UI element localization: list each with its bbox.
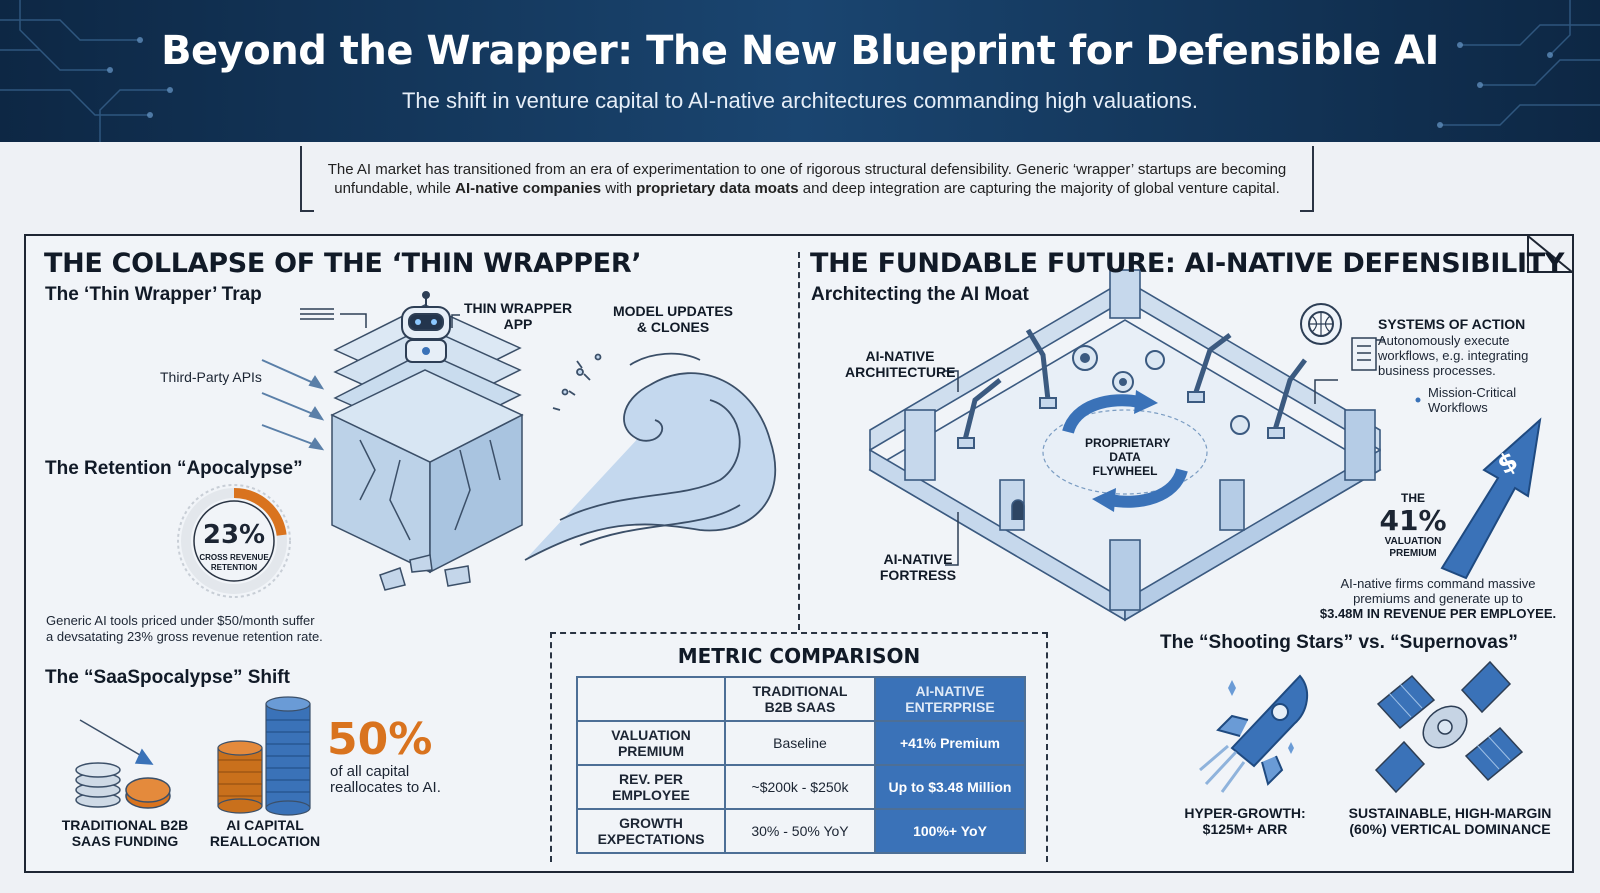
trap-heading: The ‘Thin Wrapper’ Trap <box>45 284 262 305</box>
model-updates-label: MODEL UPDATES & CLONES <box>612 303 734 335</box>
valuation-up-arrow-icon: $ <box>1440 417 1542 580</box>
ai-value: +41% Premium <box>874 720 1026 766</box>
gear-globe-icon <box>1300 303 1342 345</box>
shift-value: 50% <box>327 714 433 765</box>
right-section-title: THE FUNDABLE FUTURE: AI-NATIVE DEFENSIBI… <box>810 248 1565 279</box>
rocket-icon <box>1199 674 1309 793</box>
ai-capital-coins-icon <box>217 696 311 816</box>
gears-icon <box>1072 345 1250 435</box>
ai-value: Up to $3.48 Million <box>874 764 1026 810</box>
metric-comparison-table: TRADITIONAL B2B SAAS AI-NATIVE ENTERPRIS… <box>576 676 1026 854</box>
robot-arms-icon <box>957 328 1307 449</box>
page-subtitle: The shift in venture capital to AI-nativ… <box>401 88 1199 113</box>
wave-icon <box>524 352 777 561</box>
saas-coins-icon <box>75 719 171 809</box>
traditional-value: ~$200k - $250k <box>724 764 876 810</box>
col-ai-header: AI-NATIVE ENTERPRISE <box>874 676 1026 722</box>
intro-text-2: with <box>601 180 637 197</box>
mission-critical-label: Mission-Critical Workflows <box>1428 385 1517 415</box>
flywheel-icon <box>1042 390 1208 512</box>
row-label: VALUATION PREMIUM <box>576 720 726 766</box>
table-row: VALUATION PREMIUM Baseline +41% Premium <box>576 720 1026 766</box>
systems-heading: SYSTEMS OF ACTION <box>1378 316 1526 332</box>
intro-text-3: and deep integration are capturing the m… <box>798 180 1280 197</box>
retention-note: Generic AI tools priced under $50/month … <box>46 613 323 644</box>
premium-the: THE <box>1401 491 1425 505</box>
cracked-cube-icon <box>330 304 524 591</box>
page-fold-icon <box>1526 234 1574 273</box>
premium-bold-note: $3.48M IN REVENUE PER EMPLOYEE. <box>1319 606 1557 621</box>
col-traditional-header: TRADITIONAL B2B SAAS <box>724 676 876 722</box>
table-corner-cell <box>576 676 726 722</box>
traditional-value: 30% - 50% YoY <box>724 808 876 854</box>
satellite-icon <box>1374 660 1524 794</box>
thin-wrapper-app-label: THIN WRAPPER APP <box>463 300 573 332</box>
document-lines-icon <box>300 308 460 328</box>
header-banner: Beyond the Wrapper: The New Blueprint fo… <box>0 0 1600 142</box>
intro-paragraph: The AI market has transitioned from an e… <box>300 146 1314 212</box>
ai-value: 100%+ YoY <box>874 808 1026 854</box>
traditional-value: Baseline <box>724 720 876 766</box>
intro-bold-2: proprietary data moats <box>636 180 799 197</box>
row-label: GROWTH EXPECTATIONS <box>576 808 726 854</box>
section-divider <box>798 252 800 630</box>
sustainable-label: SUSTAINABLE, HIGH-MARGIN (60%) VERTICAL … <box>1348 805 1552 837</box>
api-arrows-icon <box>261 359 325 451</box>
stars-heading: The “Shooting Stars” vs. “Supernovas” <box>1160 632 1518 653</box>
workflow-icon <box>1351 337 1377 371</box>
ai-native-fortress-label: AI-NATIVE FORTRESS <box>879 551 957 583</box>
table-row: REV. PER EMPLOYEE ~$200k - $250k Up to $… <box>576 764 1026 810</box>
left-section-title: THE COLLAPSE OF THE ‘THIN WRAPPER’ <box>44 248 642 279</box>
circuit-pattern-icon <box>0 0 1600 142</box>
robot-icon <box>401 291 451 363</box>
table-header-row: TRADITIONAL B2B SAAS AI-NATIVE ENTERPRIS… <box>576 676 1026 722</box>
moat-heading: Architecting the AI Moat <box>811 284 1029 305</box>
ai-native-architecture-label: AI-NATIVE ARCHITECTURE <box>845 348 956 380</box>
ai-capital-label: AI CAPITAL REALLOCATION <box>209 817 321 849</box>
saas-funding-label: TRADITIONAL B2B SAAS FUNDING <box>61 817 189 849</box>
intro-text-1: The AI market has transitioned from an e… <box>327 161 1287 197</box>
premium-caption: VALUATION PREMIUM <box>1384 536 1442 559</box>
hyper-growth-label: HYPER-GROWTH: $125M+ ARR <box>1184 805 1306 837</box>
third-party-apis-label: Third-Party APIs <box>160 369 262 385</box>
premium-note: AI-native firms command massive premiums… <box>1340 576 1536 606</box>
row-label: REV. PER EMPLOYEE <box>576 764 726 810</box>
retention-heading: The Retention “Apocalypse” <box>45 458 303 479</box>
shift-heading: The “SaaSpocalypse” Shift <box>45 667 290 688</box>
flywheel-label: PROPRIETARY DATA FLYWHEEL <box>1085 436 1171 478</box>
retention-value: 23% <box>202 520 266 550</box>
shift-note: of all capital reallocates to AI. <box>330 763 441 796</box>
premium-value: 41% <box>1379 504 1447 537</box>
systems-text: Autonomously execute workflows, e.g. int… <box>1378 333 1529 378</box>
retention-caption: CROSS REVENUE RETENTION <box>199 553 269 572</box>
page-title: Beyond the Wrapper: The New Blueprint fo… <box>161 28 1439 74</box>
metric-comparison-frame <box>550 632 1048 862</box>
retention-ring-chart <box>177 484 291 598</box>
intro-bold-1: AI-native companies <box>455 180 602 197</box>
table-row: GROWTH EXPECTATIONS 30% - 50% YoY 100%+ … <box>576 808 1026 854</box>
metric-comparison-title: METRIC COMPARISON <box>677 644 921 668</box>
